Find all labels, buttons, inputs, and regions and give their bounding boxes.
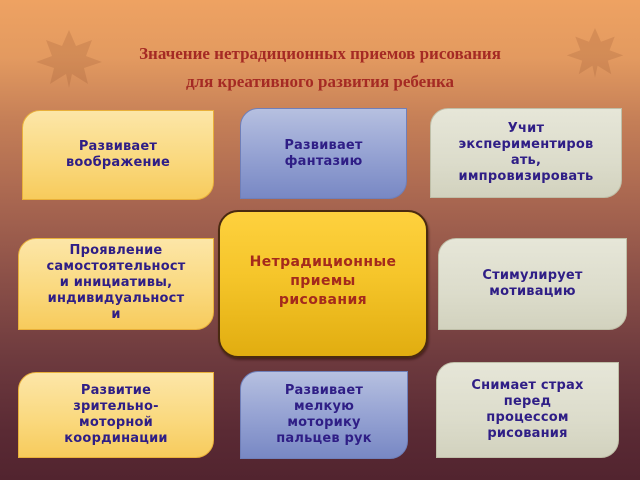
box-develops-imagination: Развивает воображение	[22, 110, 214, 200]
box-visual-motor-coordination: Развитие зрительно- моторной координации	[18, 372, 214, 458]
box-independence-initiative: Проявление самостоятельност и инициативы…	[18, 238, 214, 330]
page-title-line-2: для креативного развития ребенка	[185, 72, 455, 91]
maple-leaf-icon	[36, 30, 102, 88]
box-removes-fear: Снимает страх перед процессом рисования	[436, 362, 619, 458]
page-title-line-1: Значение нетрадиционных приемов рисовани…	[139, 44, 501, 63]
box-teaches-experimenting: Учит экспериментиров ать, импровизироват…	[430, 108, 622, 198]
maple-leaf-icon	[566, 28, 624, 78]
box-stimulates-motivation: Стимулирует мотивацию	[438, 238, 627, 330]
center-node-nontraditional-techniques: Нетрадиционные приемы рисования	[218, 210, 428, 358]
box-develops-fantasy: Развивает фантазию	[240, 108, 407, 199]
box-fine-motor-skills: Развивает мелкую моторику пальцев рук	[240, 371, 408, 459]
